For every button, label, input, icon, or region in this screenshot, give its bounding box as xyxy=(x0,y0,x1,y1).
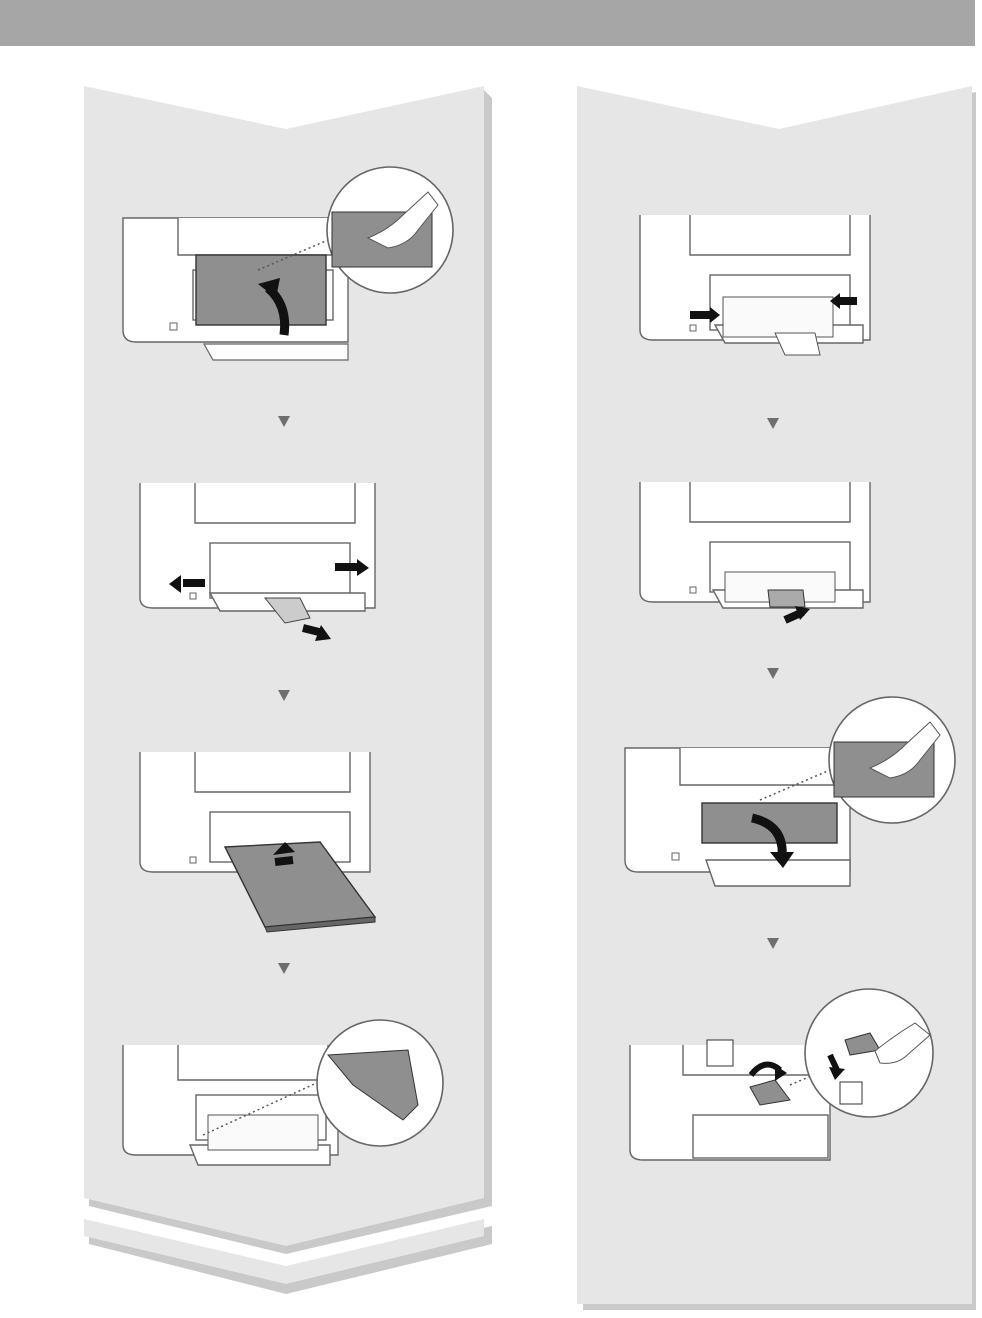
right-step-arrow-3 xyxy=(767,938,779,949)
left-step-arrow-3 xyxy=(278,963,290,974)
paper-guide-detail-illustration xyxy=(118,1005,458,1185)
replace-cover-illustration xyxy=(625,985,945,1170)
push-rear-guide-illustration xyxy=(635,482,875,632)
open-cover-illustration xyxy=(118,160,468,365)
left-step-arrow-1 xyxy=(278,416,290,427)
right-step-arrow-2 xyxy=(767,668,779,679)
load-paper-illustration xyxy=(135,752,385,942)
spread-guides-illustration xyxy=(135,483,395,653)
left-step-arrow-2 xyxy=(278,690,290,701)
right-step-arrow-1 xyxy=(767,418,779,429)
align-side-guides-illustration xyxy=(635,215,875,365)
close-cover-illustration xyxy=(620,690,965,895)
